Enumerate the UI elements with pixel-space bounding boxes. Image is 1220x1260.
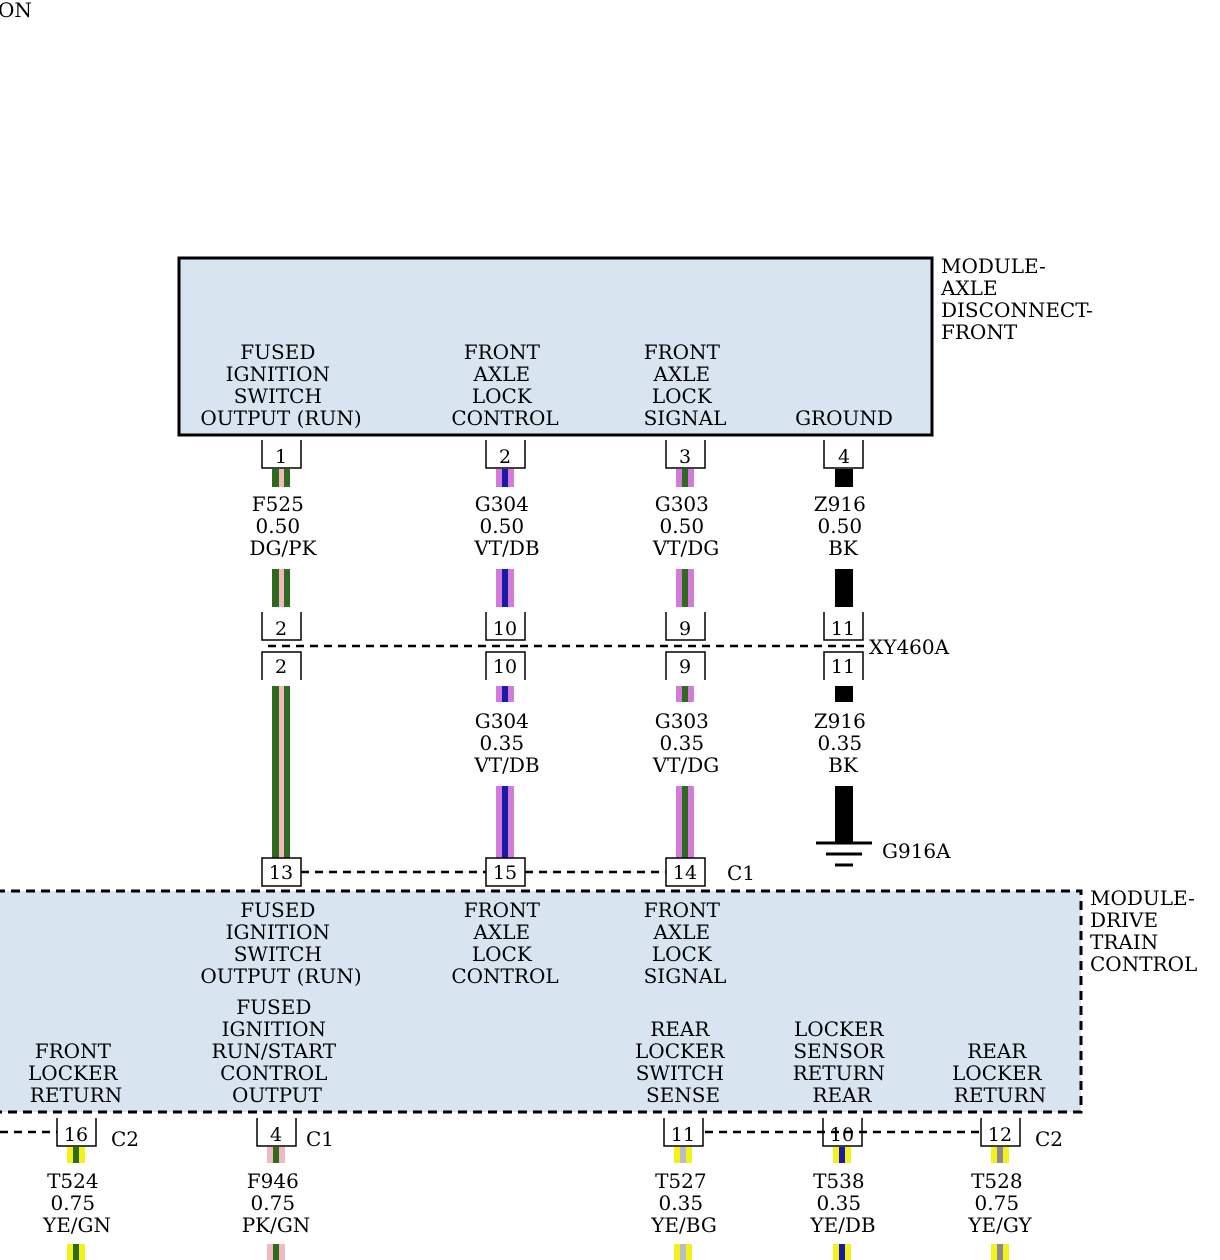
wire-t524 [67,1147,85,1260]
wire-t527 [674,1147,692,1260]
wire-label-t524: T524 0.75 YE/GN [42,1169,111,1237]
xy460a-pin-10-bottom: 10 [493,656,517,678]
wire-label-z916-lower: Z916 0.35 BK [814,709,872,777]
xy460a-pin-9-bottom: 9 [679,656,691,678]
xy460a-pin-10-top: 10 [493,618,517,640]
xy460a-pin-2-bottom: 2 [275,656,287,678]
dtc-function-front-axle-lock-signal: FRONT AXLE LOCK SIGNAL [644,898,727,988]
connector-xy460a [261,612,866,680]
dtc-function-rear-locker-return: REAR LOCKER RETURN [952,1039,1048,1107]
dtc-pin-15: 15 [493,862,517,884]
svg-text:4: 4 [838,446,850,468]
wire-label-z916-upper: Z916 0.50 BK [814,492,872,560]
dtc-function-front-axle-lock-control: FRONT AXLE LOCK CONTROL [451,898,558,988]
connector-c1-label: C1 [727,861,755,885]
dtc-pin-13: 13 [269,862,293,884]
axle-pin-3: 3 [665,440,706,469]
module-axle-disconnect-box [177,256,934,437]
dtc-function-run-start-output: FUSED IGNITION RUN/START CONTROL OUTPUT [212,995,343,1107]
svg-text:2: 2 [499,446,511,468]
svg-text:3: 3 [679,446,691,468]
module-dtc-name: MODULE- DRIVE TRAIN CONTROL [1090,886,1201,976]
xy460a-pin-2-top: 2 [275,618,287,640]
dtc-pin-12: 12 [988,1124,1012,1146]
dtc-function-front-locker-return: FRONT LOCKER RETURN [28,1039,124,1107]
svg-text:1: 1 [275,446,287,468]
axle-pin-4: 4 [823,440,864,469]
connector-xy460a-label: XY460A [869,635,950,659]
wire-label-f946: F946 0.75 PK/GN [242,1169,311,1237]
wire-label-g304-lower: G304 0.35 VT/DB [473,709,539,777]
wire-f525-upper [272,469,290,607]
wire-f525-lower [272,686,290,858]
wire-z916-upper [835,469,853,607]
axle-function-2: FRONT AXLE LOCK CONTROL [451,340,558,430]
dtc-pin-11: 11 [671,1124,695,1146]
module-axle-name: MODULE- AXLE DISCONNECT- FRONT [940,254,1099,344]
dtc-function-fused-ignition: FUSED IGNITION SWITCH OUTPUT (RUN) [200,898,361,988]
wire-label-f525-upper: F525 0.50 DG/PK [249,492,317,560]
dtc-pin-14: 14 [673,862,697,884]
wire-label-t528: T528 0.75 YE/GY [967,1169,1032,1237]
axle-function-4: GROUND [795,406,893,430]
ground-symbol-icon [816,841,872,867]
wire-g304-lower [496,686,514,858]
wire-label-g303-upper: G303 0.50 VT/DG [652,492,720,560]
module-drivetrain-box [0,889,1083,1114]
dtc-pin-10: 10 [830,1124,854,1146]
wire-g303-lower [676,686,694,858]
connector-c1-top [261,857,706,887]
dtc-bottom-pin-boxes [56,1118,1021,1147]
dtc-pin-4: 4 [270,1124,282,1146]
dtc-function-rear-locker-switch-sense: REAR LOCKER SWITCH SENSE [635,1017,731,1107]
xy460a-pin-9-top: 9 [679,618,691,640]
connector-c1-bottom-label: C1 [306,1127,334,1151]
dtc-pin-16: 16 [64,1124,88,1146]
axle-pin-2: 2 [485,440,526,469]
wire-g304-upper [496,469,514,607]
connector-c2-right-label: C2 [1035,1127,1063,1151]
top-fragment-label: ON [0,0,32,22]
axle-function-3: FRONT AXLE LOCK SIGNAL [644,340,727,430]
xy460a-pin-11-top: 11 [831,618,855,640]
ground-label: G916A [882,839,951,863]
connector-c2-left-label: C2 [111,1127,139,1151]
wire-label-t538: T538 0.35 YE/DB [809,1169,875,1237]
wire-label-t527: T527 0.35 YE/BG [650,1169,717,1237]
dtc-function-locker-sensor-return-rear: LOCKER SENSOR RETURN REAR [793,1017,892,1107]
wire-t528 [991,1147,1009,1260]
axle-function-1: FUSED IGNITION SWITCH OUTPUT (RUN) [200,340,361,430]
wire-g303-upper [676,469,694,607]
wire-z916-lower [835,686,853,842]
axle-pin-1: 1 [261,440,302,469]
wire-f946 [267,1147,285,1260]
wire-t538 [833,1147,851,1260]
wire-label-g304-upper: G304 0.50 VT/DB [473,492,539,560]
xy460a-pin-11-bottom: 11 [831,656,855,678]
wire-label-g303-lower: G303 0.35 VT/DG [652,709,720,777]
